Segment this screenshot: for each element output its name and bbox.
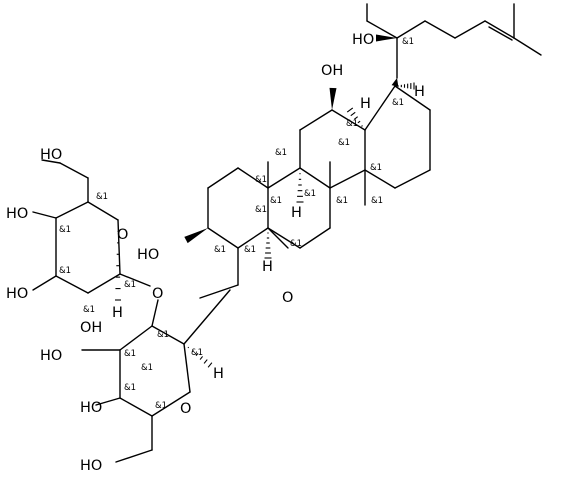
label-ho-c6-outer: HO bbox=[40, 147, 62, 163]
stereocenter-label-3: &1 bbox=[346, 119, 358, 129]
stereocenter-label-14: &1 bbox=[244, 245, 256, 255]
label-h-1-outer: H bbox=[112, 305, 123, 321]
label-o-ring-outer: O bbox=[117, 227, 128, 243]
label-ho-c6-inner: HO bbox=[80, 458, 102, 474]
stereocenter-label-6: &1 bbox=[255, 175, 267, 185]
label-ho-c20: HO bbox=[352, 32, 374, 48]
label-oh-c12: OH bbox=[321, 63, 343, 79]
label-o-6: O bbox=[282, 290, 293, 306]
stereocenter-label-12: &1 bbox=[370, 163, 382, 173]
stereocenter-label-5: &1 bbox=[275, 148, 287, 158]
stereocenter-label-25: &1 bbox=[191, 348, 203, 358]
label-ho-c4-outer: HO bbox=[6, 206, 28, 222]
stereocenter-label-19: &1 bbox=[83, 305, 95, 315]
stereocenter-label-20: &1 bbox=[124, 280, 136, 290]
stereocenter-label-9: &1 bbox=[304, 189, 316, 199]
stereo-wedges bbox=[115, 34, 415, 368]
stereocenter-label-7: &1 bbox=[270, 196, 282, 206]
label-h-13: H bbox=[360, 96, 371, 112]
stereocenter-label-10: &1 bbox=[336, 196, 348, 206]
label-h-9: H bbox=[291, 205, 302, 221]
stereocenter-label-26: &1 bbox=[141, 363, 153, 373]
stereocenter-label-4: &1 bbox=[338, 138, 350, 148]
label-ho-c3-inner: HO bbox=[40, 348, 62, 364]
stereocenter-label-22: &1 bbox=[124, 349, 136, 359]
stereocenter-label-23: &1 bbox=[124, 383, 136, 393]
stereocenter-label-24: &1 bbox=[155, 401, 167, 411]
stereocenter-label-2: &1 bbox=[392, 98, 404, 108]
label-o-glycosidic: O bbox=[152, 286, 163, 302]
label-ho-c3: HO bbox=[137, 247, 159, 263]
label-h-17: H bbox=[414, 84, 425, 100]
label-h-5: H bbox=[262, 259, 273, 275]
stereocenter-label-16: &1 bbox=[96, 192, 108, 202]
bond-lines bbox=[32, 3, 542, 463]
label-ho-c4-inner: HO bbox=[80, 400, 102, 416]
label-ho-c3-outer: HO bbox=[6, 286, 28, 302]
label-o-ring-inner: O bbox=[180, 401, 191, 417]
stereocenter-label-17: &1 bbox=[59, 225, 71, 235]
stereocenter-label-18: &1 bbox=[59, 266, 71, 276]
stereo-labels: &1&1&1&1&1&1&1&1&1&1&1&1&1&1&1&1&1&1&1&1… bbox=[59, 37, 414, 411]
stereocenter-label-8: &1 bbox=[255, 205, 267, 215]
label-oh-c2-outer: OH bbox=[80, 320, 102, 336]
stereocenter-label-1: &1 bbox=[402, 37, 414, 47]
stereocenter-label-11: &1 bbox=[371, 196, 383, 206]
stereocenter-label-13: &1 bbox=[214, 245, 226, 255]
stereocenter-label-15: &1 bbox=[290, 239, 302, 249]
stereocenter-label-21: &1 bbox=[157, 330, 169, 340]
label-h-1-inner: H bbox=[213, 366, 224, 382]
